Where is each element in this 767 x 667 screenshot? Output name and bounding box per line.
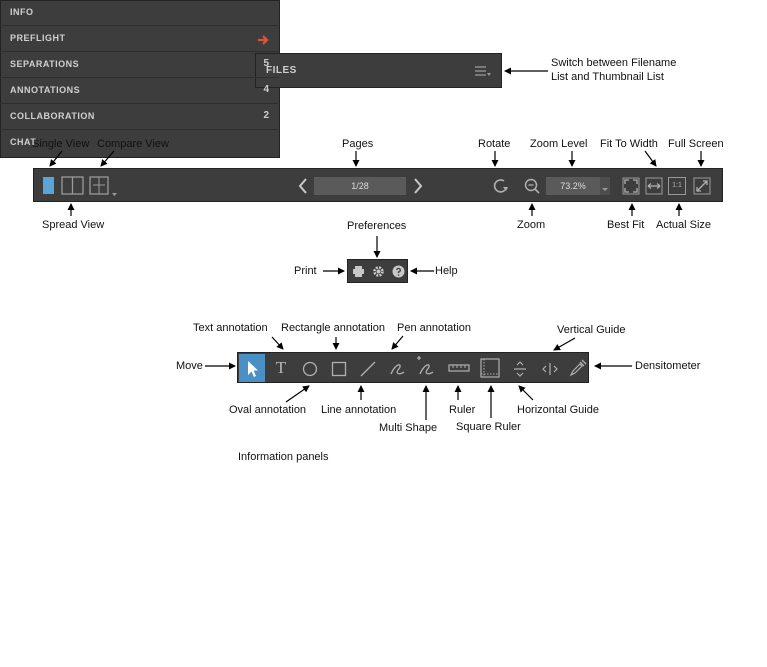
info-panels-heading: Information panels [238, 451, 329, 463]
label-pen-annotation: Pen annotation [397, 322, 472, 334]
actual-size-icon[interactable]: 1:1 [668, 177, 686, 195]
zoom-icon[interactable] [522, 177, 542, 195]
info-row-preflight[interactable]: PREFLIGHT [0, 26, 278, 52]
pen-annotation-icon[interactable] [388, 359, 408, 379]
info-row-label: ANNOTATIONS [10, 85, 81, 95]
next-page-icon[interactable] [412, 177, 424, 195]
label-zoom-level: Zoom Level [530, 138, 588, 150]
files-callout-line1: Switch between Filename [551, 57, 677, 69]
densitometer-icon[interactable] [568, 358, 588, 378]
info-row-label: INFO [10, 7, 34, 17]
info-panel: INFO PREFLIGHT SEPARATIONS 5 ANNOTATIONS… [0, 0, 280, 158]
square-ruler-icon[interactable] [479, 357, 501, 379]
preferences-bar [347, 259, 408, 283]
preflight-warning-icon [257, 33, 269, 45]
label-spread-view: Spread View [42, 219, 105, 231]
info-row-label: COLLABORATION [10, 111, 95, 121]
label-oval-annotation: Oval annotation [229, 404, 307, 416]
prev-page-icon[interactable] [297, 177, 309, 195]
main-toolbar: 1/28 73.2% 1:1 [33, 168, 723, 202]
info-row-count: 2 [263, 110, 269, 121]
label-ruler: Ruler [449, 404, 476, 416]
info-row-count: 5 [263, 58, 269, 69]
list-toggle-icon[interactable] [474, 64, 494, 78]
label-help: Help [435, 265, 458, 277]
label-best-fit: Best Fit [607, 219, 645, 231]
info-row-info[interactable]: INFO [0, 0, 278, 26]
info-row-label: SEPARATIONS [10, 59, 80, 69]
label-line-annotation: Line annotation [321, 404, 397, 416]
info-row-collaboration[interactable]: COLLABORATION 2 [0, 104, 278, 130]
info-row-chat[interactable]: CHAT [0, 130, 278, 156]
settings-gear-icon[interactable] [372, 265, 385, 278]
label-multi-shape: Multi Shape [379, 422, 438, 434]
label-single-view: Single View [32, 138, 90, 150]
full-screen-icon[interactable] [693, 177, 711, 195]
info-row-separations[interactable]: SEPARATIONS 5 [0, 52, 278, 78]
rotate-icon[interactable] [490, 177, 512, 195]
rectangle-annotation-icon[interactable] [329, 359, 349, 379]
label-rectangle-annotation: Rectangle annotation [281, 322, 385, 334]
info-row-annotations[interactable]: ANNOTATIONS 4 [0, 78, 278, 104]
info-row-count: 4 [263, 84, 269, 95]
horizontal-guide-icon[interactable] [510, 359, 530, 379]
label-densitometer: Densitometer [635, 360, 701, 372]
oval-annotation-icon[interactable] [300, 359, 320, 379]
vertical-guide-icon[interactable] [540, 359, 560, 379]
label-zoom: Zoom [517, 219, 546, 231]
label-rotate: Rotate [478, 138, 511, 150]
best-fit-icon[interactable] [622, 177, 640, 195]
page-indicator[interactable]: 1/28 [314, 177, 406, 195]
info-row-label: PREFLIGHT [10, 33, 66, 43]
text-annotation-icon[interactable]: T [275, 358, 287, 377]
label-preferences: Preferences [347, 220, 407, 232]
multi-shape-icon[interactable] [414, 355, 440, 379]
annotation-toolbar: T [237, 352, 589, 383]
fit-to-width-icon[interactable] [645, 177, 663, 195]
single-view-icon[interactable] [42, 176, 56, 196]
ruler-icon[interactable] [448, 361, 470, 375]
zoom-level-field[interactable]: 73.2% [546, 177, 600, 195]
files-title: FILES [266, 65, 297, 76]
line-annotation-icon[interactable] [358, 359, 378, 379]
label-compare-view: Compare View [97, 138, 169, 150]
spread-view-icon[interactable] [61, 176, 85, 196]
files-bar: FILES [255, 53, 502, 88]
files-callout-line2: List and Thumbnail List [551, 71, 664, 83]
zoom-dropdown-icon[interactable] [600, 177, 610, 195]
compare-view-icon[interactable] [89, 176, 121, 198]
label-text-annotation: Text annotation [193, 322, 268, 334]
label-horizontal-guide: Horizontal Guide [517, 404, 599, 416]
move-tool-icon[interactable] [239, 354, 265, 382]
print-icon[interactable] [352, 265, 365, 278]
label-full-screen: Full Screen [668, 138, 724, 150]
label-square-ruler: Square Ruler [456, 421, 521, 433]
info-row-label: CHAT [10, 137, 37, 147]
label-fit-to-width: Fit To Width [600, 138, 658, 150]
label-print: Print [294, 265, 317, 277]
label-pages: Pages [342, 138, 374, 150]
label-actual-size: Actual Size [656, 219, 712, 231]
label-vertical-guide: Vertical Guide [557, 324, 626, 336]
label-move: Move [176, 360, 203, 372]
help-icon[interactable] [392, 265, 405, 278]
actual-size-glyph: 1:1 [672, 182, 682, 189]
